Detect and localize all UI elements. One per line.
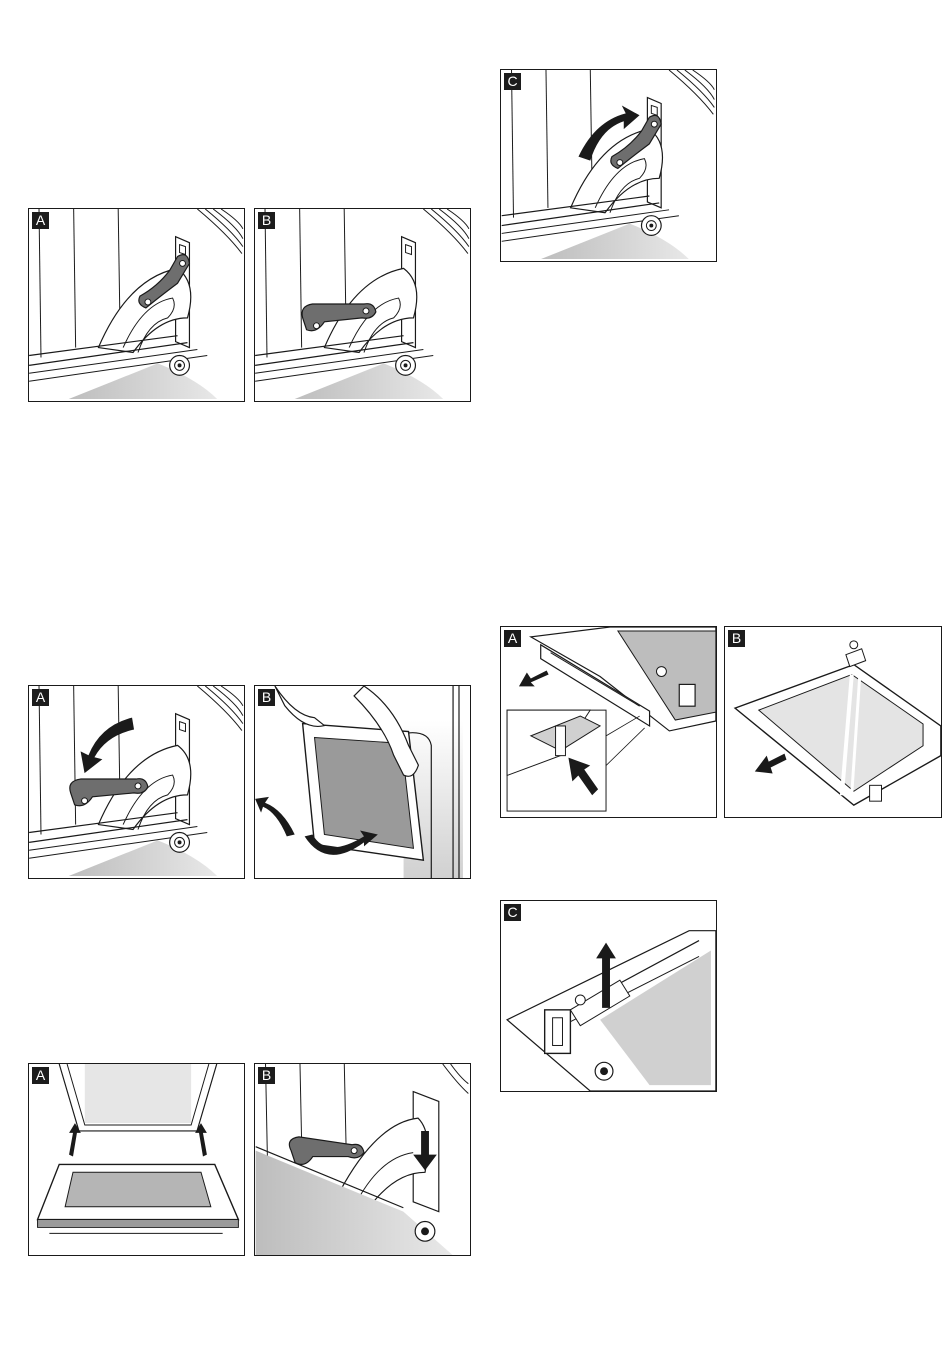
panel-label: B xyxy=(728,630,745,647)
figure-3-panel-b: B xyxy=(254,685,471,879)
figure-3-panel-a: A xyxy=(28,685,245,879)
arrow-up-icon xyxy=(195,1123,207,1156)
panel-label: A xyxy=(32,689,49,706)
panel-label: B xyxy=(258,689,275,706)
lift-glass-bracket-illustration xyxy=(501,901,716,1091)
arrow-left-icon xyxy=(519,671,549,687)
panel-label: C xyxy=(504,73,521,90)
panel-label: C xyxy=(504,904,521,921)
panel-label: A xyxy=(504,630,521,647)
curved-arrow-icon xyxy=(81,718,134,773)
hinge-lever-lower-illustration xyxy=(29,686,244,878)
remove-glass-cover-illustration xyxy=(501,627,716,817)
panel-label: A xyxy=(32,212,49,229)
figure-1-panel-a: A xyxy=(28,208,245,402)
figure-6-panel-c: C xyxy=(500,900,717,1092)
hinge-lever-up-illustration xyxy=(29,209,244,401)
panel-label: B xyxy=(258,212,275,229)
slide-out-glass-illustration xyxy=(725,627,941,817)
figure-2-panel-c: C xyxy=(500,69,717,262)
curved-arrow-icon xyxy=(255,797,295,837)
panel-label: B xyxy=(258,1067,275,1084)
hinge-lever-flat-illustration xyxy=(255,209,470,401)
remove-door-glass-illustration xyxy=(255,686,470,878)
panel-label: A xyxy=(32,1067,49,1084)
figure-5-panel-a: A xyxy=(500,626,717,818)
figure-4-panel-b: B xyxy=(254,1063,471,1256)
hinge-lever-lock-illustration xyxy=(255,1064,470,1255)
figure-5-panel-b: B xyxy=(724,626,942,818)
arrow-up-icon xyxy=(69,1123,81,1156)
hinge-lever-raise-illustration xyxy=(501,70,716,261)
insert-door-glass-illustration xyxy=(29,1064,244,1255)
arrow-down-left-icon xyxy=(755,754,787,774)
figure-1-panel-b: B xyxy=(254,208,471,402)
figure-4-panel-a: A xyxy=(28,1063,245,1256)
